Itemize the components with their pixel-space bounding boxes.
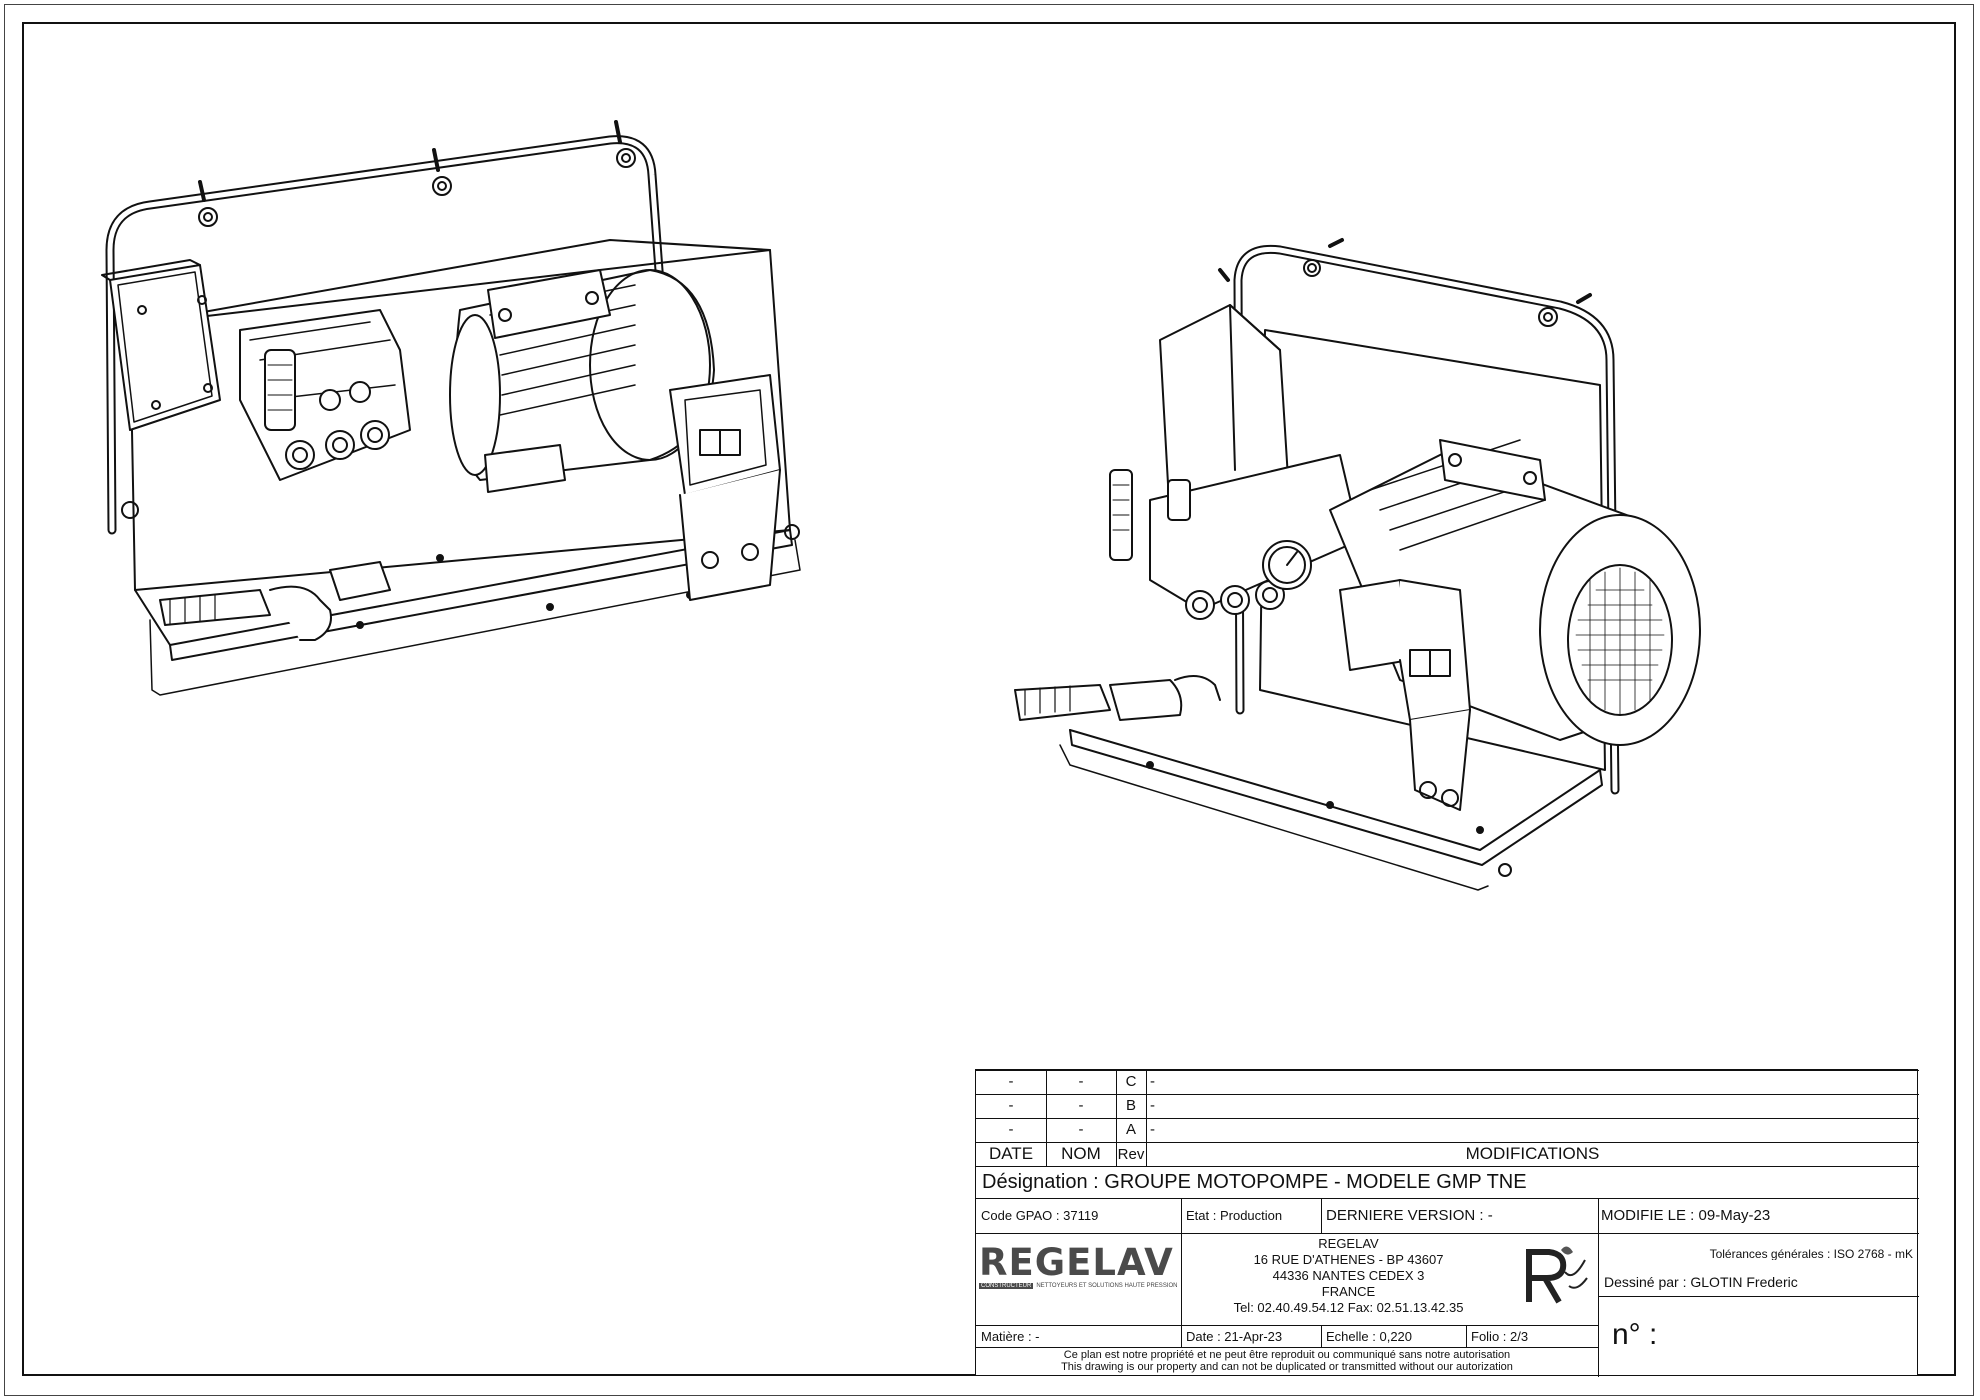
header-rev: Rev <box>1117 1146 1145 1163</box>
company-phone-fax: Tel: 02.40.49.54.12 Fax: 02.51.13.42.35 <box>1233 1300 1464 1315</box>
rev-b-nom: - <box>1078 1097 1084 1114</box>
etat: Etat : Production <box>1186 1208 1283 1223</box>
designation: Désignation : GROUPE MOTOPOMPE - MODELE … <box>982 1171 1527 1193</box>
regelav-r-mark-icon <box>1526 1246 1588 1304</box>
tolerances: Tolérances générales : ISO 2768 - mK <box>1709 1248 1913 1260</box>
logo-wordmark: REGELAV <box>979 1241 1174 1284</box>
dessine-par: Dessiné par : GLOTIN Frederic <box>1604 1274 1798 1290</box>
rev-c-date: - <box>1008 1073 1014 1090</box>
matiere: Matière : - <box>981 1329 1040 1344</box>
rev-a-modification: - <box>1150 1121 1155 1138</box>
drawing-number: n° : <box>1612 1318 1658 1351</box>
date: Date : 21-Apr-23 <box>1186 1329 1283 1344</box>
rev-b-letter: B <box>1125 1097 1136 1114</box>
title-block: - - C - - - B - - - A - DATE NOM Rev MOD… <box>975 1069 1919 1377</box>
rev-a-nom: - <box>1078 1121 1084 1138</box>
modifie-le: MODIFIE LE : 09-May-23 <box>1601 1207 1771 1224</box>
sheet-outer-border <box>4 4 1974 1396</box>
folio: Folio : 2/3 <box>1471 1329 1529 1344</box>
header-modifications: MODIFICATIONS <box>1465 1144 1600 1163</box>
notice-en: This drawing is our property and can not… <box>1061 1361 1513 1373</box>
rev-a-letter: A <box>1125 1121 1136 1138</box>
rev-c-modification: - <box>1150 1073 1155 1090</box>
rev-c-nom: - <box>1078 1073 1084 1090</box>
rev-a-date: - <box>1008 1121 1014 1138</box>
isometric-view-left <box>101 120 801 696</box>
header-date: DATE <box>988 1144 1034 1163</box>
echelle: Echelle : 0,220 <box>1326 1329 1413 1344</box>
rev-c-letter: C <box>1125 1073 1137 1090</box>
code-gpao: Code GPAO : 37119 <box>981 1208 1099 1223</box>
company-address-line2: 44336 NANTES CEDEX 3 <box>1272 1268 1425 1283</box>
company-address: REGELAV 16 RUE D'ATHENES - BP 43607 4433… <box>1181 1236 1516 1316</box>
company-address-line1: 16 RUE D'ATHENES - BP 43607 <box>1253 1252 1444 1267</box>
company-country: FRANCE <box>1321 1284 1376 1299</box>
rev-b-date: - <box>1008 1097 1014 1114</box>
company-name: REGELAV <box>1318 1236 1379 1251</box>
rev-b-modification: - <box>1150 1097 1155 1114</box>
derniere-version: DERNIERE VERSION : - <box>1326 1207 1493 1224</box>
header-nom: NOM <box>1061 1144 1101 1163</box>
isometric-view-right <box>1014 238 1701 891</box>
notice-fr: Ce plan est notre propriété et ne peut ê… <box>1063 1349 1511 1361</box>
